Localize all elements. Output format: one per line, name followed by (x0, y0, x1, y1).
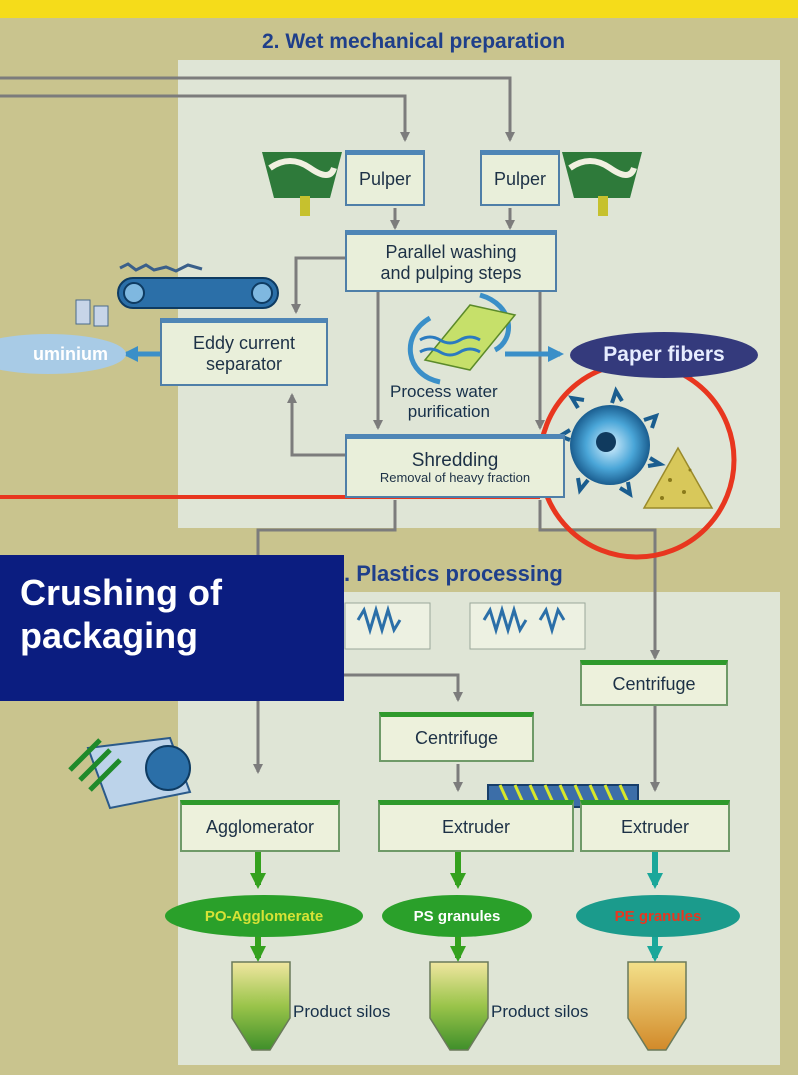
eddy-line-1: Eddy current (192, 333, 296, 354)
pulper-right-box: Pulper (480, 150, 560, 206)
sink-float-tank-right-icon (469, 602, 586, 650)
aluminium-output: uminium (0, 334, 126, 374)
shredding-sub-label: Removal of heavy fraction (379, 469, 531, 485)
input-line-left (0, 94, 410, 142)
centrifuge-right-box: Centrifuge (580, 660, 728, 706)
shredding-main-label: Shredding (411, 449, 499, 471)
extruder-right-box: Extruder (580, 800, 730, 852)
po-agglomerate-output: PO-Agglomerate (165, 895, 363, 937)
silo-pe-icon (627, 961, 687, 1051)
arrow-to-centrifuge-mid (340, 673, 463, 702)
arrow-shredding-centrifuge-right (538, 500, 660, 660)
process-water-label: Process water purification (390, 382, 498, 422)
silo-ps-icon (429, 961, 489, 1051)
drum-agglomerator-icon (68, 736, 192, 810)
washing-line-2: and pulping steps (380, 262, 522, 283)
granulate-pyramid-icon (642, 446, 714, 509)
crushing-of-packaging-callout: Crushing of packaging (0, 555, 344, 701)
water-wave-icon-2 (419, 347, 481, 357)
pulper-left-box: Pulper (345, 150, 425, 206)
conveyor-belt-icon (75, 262, 279, 327)
extruder-mid-box: Extruder (378, 800, 574, 852)
shredding-box: Shredding Removal of heavy fraction (345, 434, 565, 498)
eddy-line-2: separator (205, 353, 283, 374)
water-wave-icon (419, 335, 481, 345)
sink-float-tank-left-icon (344, 602, 431, 650)
pulper-right-icon (562, 152, 642, 216)
product-silos-left-label: Product silos (293, 1002, 391, 1021)
water-line-1: Process water (390, 382, 498, 401)
washing-pulping-box: Parallel washing and pulping steps (345, 230, 557, 292)
top-yellow-bar (0, 0, 798, 18)
section-title-plastics: . Plastics processing (344, 561, 563, 586)
eddy-current-separator-box: Eddy current separator (160, 318, 328, 386)
water-line-2: purification (407, 402, 490, 422)
pe-granules-output: PE granules (576, 895, 740, 937)
silo-po-icon (231, 961, 291, 1051)
water-cycle-arrow-left (407, 315, 441, 385)
product-silos-right-label: Product silos (491, 1002, 589, 1021)
pulper-left-icon (262, 152, 342, 216)
callout-line-1: Crushing of (20, 572, 222, 613)
paper-fibers-output: Paper fibers (570, 332, 758, 378)
ps-granules-output: PS granules (382, 895, 532, 937)
callout-line-2: packaging (20, 615, 199, 657)
washing-line-1: Parallel washing (385, 242, 517, 263)
agglomerator-box: Agglomerator (180, 800, 340, 852)
arrow-washing-eddy (291, 256, 345, 314)
centrifuge-mid-box: Centrifuge (379, 712, 534, 762)
arrow-shredding-eddy (287, 393, 345, 457)
input-line-right (0, 76, 515, 142)
section-title-wet-preparation: 2. Wet mechanical preparation (262, 30, 566, 53)
